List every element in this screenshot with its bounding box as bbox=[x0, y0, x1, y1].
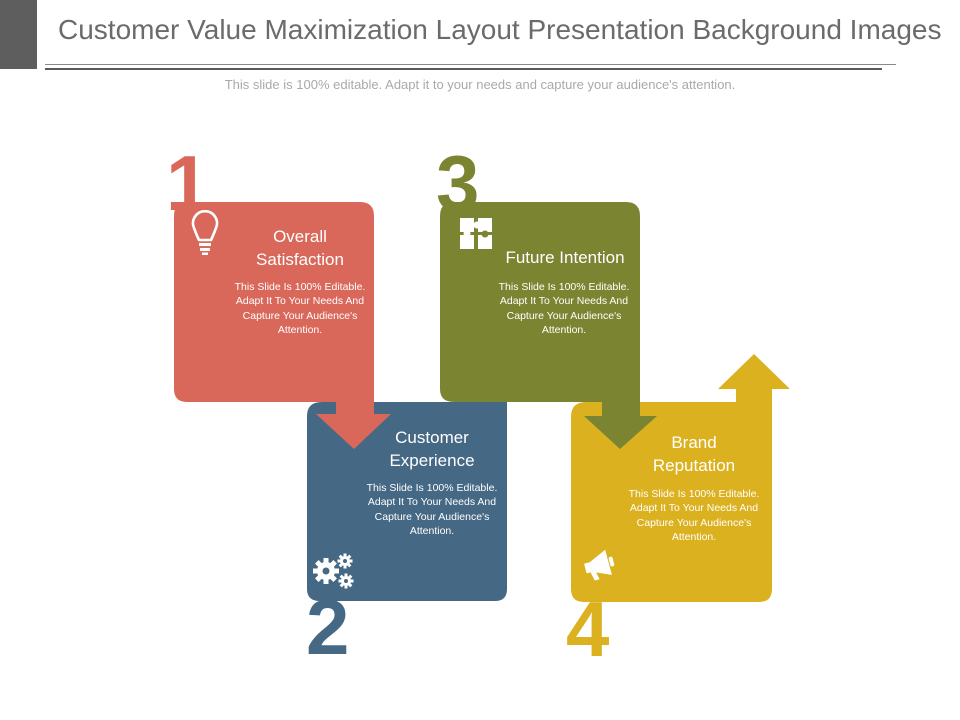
card-title-overall-satisfaction: Overall Satisfaction bbox=[256, 227, 344, 269]
step-number-3: 3 bbox=[436, 139, 480, 227]
card-future-intention-shape bbox=[440, 202, 657, 449]
megaphone-icon bbox=[584, 549, 615, 581]
card-text-customer-experience: This Slide Is 100% Editable. Adapt It To… bbox=[366, 482, 498, 538]
lightbulb-icon bbox=[191, 209, 219, 255]
title-rule bbox=[45, 64, 896, 65]
slide-title: Customer Value Maximization Layout Prese… bbox=[58, 14, 942, 45]
step-number-2: 2 bbox=[306, 583, 350, 671]
puzzle-icon bbox=[460, 218, 492, 249]
card-title-brand-reputation: Brand Reputation bbox=[652, 433, 736, 475]
card-title-customer-experience: Customer Experience bbox=[389, 428, 475, 470]
step-number-4: 4 bbox=[566, 585, 610, 673]
gears-icon bbox=[313, 553, 354, 589]
title-rule-thick bbox=[45, 68, 882, 70]
slide-subtitle: This slide is 100% editable. Adapt it to… bbox=[224, 77, 736, 92]
card-title-future-intention: Future Intention bbox=[505, 248, 625, 267]
card-text-brand-reputation: This Slide Is 100% Editable. Adapt It To… bbox=[628, 488, 760, 544]
card-overall-satisfaction-shape bbox=[174, 202, 391, 449]
card-text-future-intention: This Slide Is 100% Editable. Adapt It To… bbox=[498, 281, 630, 337]
step-number-1: 1 bbox=[166, 139, 210, 227]
card-text-overall-satisfaction: This Slide Is 100% Editable. Adapt It To… bbox=[234, 281, 366, 337]
corner-block bbox=[0, 0, 37, 69]
